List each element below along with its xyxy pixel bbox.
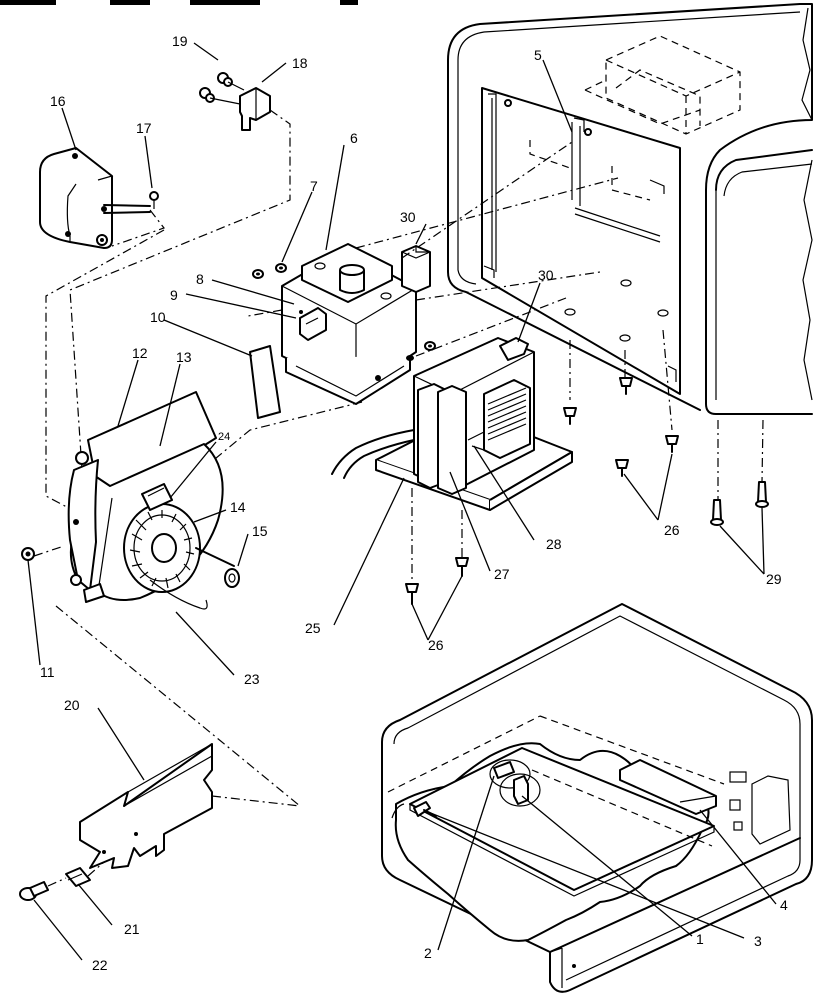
callout-3: 3 [754, 933, 762, 949]
callout-23: 23 [244, 671, 260, 687]
callout-26-cabinet: 26 [664, 522, 680, 538]
callout-15: 15 [252, 523, 268, 539]
callout-22: 22 [92, 957, 108, 973]
dashed-outline-box [584, 35, 741, 135]
screw-22 [19, 877, 67, 901]
callout-26-transformer: 26 [428, 637, 444, 653]
callout-13: 13 [176, 349, 192, 365]
screw-26-transformer [405, 557, 469, 605]
screw-21 [65, 861, 105, 887]
callout-21: 21 [124, 921, 140, 937]
leader-lines [27, 42, 777, 961]
callout-19: 19 [172, 33, 188, 49]
callout-24: 24 [218, 431, 230, 443]
callout-28: 28 [546, 536, 562, 552]
ps-component-2 [489, 759, 531, 789]
callout-14: 14 [230, 499, 246, 515]
callout-16: 16 [50, 93, 66, 109]
fan-motor [39, 147, 151, 249]
gasket-7 [252, 263, 436, 361]
blower-wire [149, 579, 208, 610]
screw-29 [710, 481, 769, 526]
transformer-wires [331, 429, 415, 479]
magnetron [281, 243, 417, 405]
callout-1: 1 [696, 931, 704, 947]
magnetron-gasket [249, 345, 281, 419]
callout-30-upper: 30 [400, 209, 416, 225]
callout-25: 25 [305, 620, 321, 636]
callout-10: 10 [150, 309, 166, 325]
cabinet-inner-cavity [481, 87, 681, 395]
screw-11 [21, 545, 65, 561]
callout-8: 8 [196, 271, 204, 287]
nut-15 [224, 568, 240, 588]
thermal-cutout-30-upper [401, 245, 431, 293]
callout-18: 18 [292, 55, 308, 71]
screw-17 [149, 191, 159, 201]
air-baffle [79, 743, 301, 869]
base-plate [409, 747, 715, 897]
blower-label-plate [141, 483, 173, 511]
callout-29: 29 [766, 571, 782, 587]
rail-4 [619, 759, 717, 815]
screw-26-cabinet [563, 377, 679, 477]
callout-6: 6 [350, 130, 358, 146]
fan-wheel [123, 503, 235, 593]
thermal-cutout-30-lower [499, 337, 529, 361]
transformer-core [413, 337, 535, 495]
screw-19-pair [199, 72, 245, 105]
callout-labels: 19 18 16 17 5 6 7 30 30 8 9 10 12 13 24 … [40, 33, 788, 973]
callout-9: 9 [170, 287, 178, 303]
screw-path [761, 419, 764, 483]
callout-5: 5 [534, 47, 542, 63]
callout-2: 2 [424, 945, 432, 961]
callout-11: 11 [40, 664, 55, 680]
callout-27: 27 [494, 566, 510, 582]
callout-20: 20 [64, 697, 80, 713]
callout-7: 7 [310, 178, 318, 194]
callout-17: 17 [136, 120, 152, 136]
top-border-fragment [0, 0, 358, 5]
ps-component-1 [499, 773, 541, 807]
cabinet-outer-case [447, 3, 813, 415]
callout-4: 4 [780, 897, 788, 913]
callout-30-lower: 30 [538, 267, 554, 283]
screw-path [662, 329, 673, 431]
callout-12: 12 [132, 345, 148, 361]
switch-bracket [239, 87, 271, 131]
